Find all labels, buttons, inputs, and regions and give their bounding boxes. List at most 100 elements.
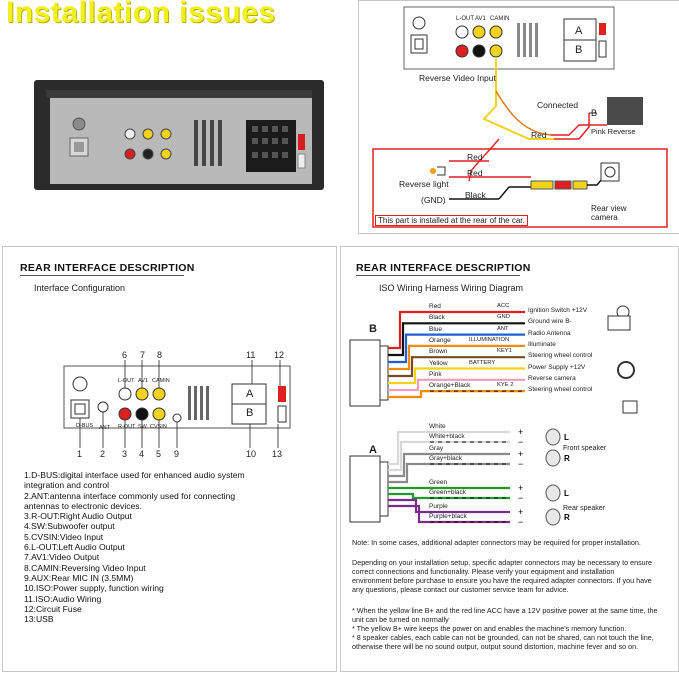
port-label-camin: CAMIN bbox=[490, 16, 510, 22]
callout-13: 13 bbox=[272, 449, 283, 459]
b-wire-color-label: Red bbox=[429, 303, 441, 310]
b-wire-target-label: Reverse camera bbox=[528, 374, 576, 382]
rout-label: R-OUT bbox=[118, 424, 136, 430]
callout-4: 4 bbox=[139, 449, 145, 459]
polarity-symbol: + bbox=[518, 483, 523, 493]
legend-item: 12:Circuit Fuse bbox=[24, 603, 82, 614]
speaker-channel-letter: R bbox=[564, 513, 570, 522]
legend-item: antennas to electronic devices. bbox=[24, 500, 142, 511]
a-wire-color-label: Gray+black bbox=[429, 455, 463, 462]
head-unit-rear-photo bbox=[34, 80, 324, 190]
paragraph-line: correct connections and functionality. P… bbox=[352, 567, 615, 576]
iso-diagram-subheading: ISO Wiring Harness Wiring Diagram bbox=[379, 283, 524, 293]
speaker-icon bbox=[545, 428, 561, 446]
callout-2: 2 bbox=[100, 449, 106, 459]
speaker-icon bbox=[545, 484, 561, 502]
callout-7: 7 bbox=[140, 350, 146, 360]
b-wire-target-label: Ignition Switch +12V bbox=[528, 307, 588, 314]
connector-b: B bbox=[575, 44, 583, 56]
camin-label: CAMIN bbox=[152, 378, 170, 384]
b-wire-color-label: Orange+Black bbox=[429, 382, 471, 390]
wire-b-5 bbox=[388, 367, 525, 385]
b-label: B bbox=[591, 108, 598, 118]
paragraph-line: environment before purchase to ensure yo… bbox=[352, 576, 652, 585]
callout-9: 9 bbox=[174, 449, 180, 459]
callout-10: 10 bbox=[246, 449, 257, 459]
gnd-label: (GND) bbox=[421, 195, 446, 205]
bullet-notes: * When the yellow line B+ and the red li… bbox=[352, 606, 657, 651]
wire-a-2 bbox=[388, 452, 510, 478]
rear-view-camera-label: Rear view camera bbox=[591, 204, 627, 222]
a-wire-color-label: Green+black bbox=[429, 489, 467, 496]
legend-item: 7.AV1:Video Output bbox=[24, 552, 100, 563]
wire-a-5 bbox=[388, 492, 510, 500]
b-wire-code-label: ACC bbox=[497, 303, 510, 309]
a-wire-color-label: White bbox=[429, 423, 446, 430]
b-wire-target-label: Ground wire B- bbox=[528, 318, 572, 326]
legend-item: 2.ANT:antenna interface commonly used fo… bbox=[24, 490, 236, 501]
callout-3: 3 bbox=[122, 449, 128, 459]
front-speaker-label: Front speaker bbox=[563, 445, 607, 452]
b-wire-target-label: Steering wheel control bbox=[528, 352, 593, 360]
reverse-light-label: Reverse light bbox=[399, 179, 449, 189]
speaker-icon bbox=[545, 508, 561, 526]
bullet-line: * When the yellow line B+ and the red li… bbox=[352, 606, 658, 615]
sw-label: SW bbox=[138, 424, 147, 430]
ant-label: ANT bbox=[99, 425, 110, 431]
b-wire-color-label: Yellow bbox=[429, 359, 448, 367]
cvsin-label: CVSIN bbox=[150, 424, 167, 430]
a-wire-color-label: Purple+black bbox=[429, 513, 467, 520]
black-wire-label: Black bbox=[465, 190, 486, 200]
b-wire-color-label: Pink bbox=[429, 370, 442, 378]
dbus-label: D-BUS bbox=[76, 423, 94, 429]
b-wire-target-label: Radio Antenna bbox=[528, 329, 571, 337]
a-wire-color-label: Purple bbox=[429, 503, 448, 510]
wire-a-3 bbox=[388, 462, 510, 484]
wire-b-1 bbox=[388, 322, 525, 357]
connector-b-label: B bbox=[369, 323, 377, 335]
b-wire-code-label: BATTERY bbox=[469, 359, 496, 366]
polarity-symbol: − bbox=[518, 437, 523, 447]
a-wire-color-label: White+black bbox=[429, 433, 465, 440]
legend-item: integration and control bbox=[24, 480, 110, 491]
wire-b-7 bbox=[388, 390, 525, 399]
polarity-symbol: + bbox=[518, 427, 523, 437]
interface-config-subheading: Interface Configuration bbox=[34, 283, 126, 293]
wire-b-4 bbox=[388, 356, 525, 378]
legend-item: 5.CVSIN:Video Input bbox=[24, 531, 104, 542]
callout-11: 11 bbox=[246, 350, 256, 360]
b-wire-code-label: ANT bbox=[497, 325, 509, 332]
wire-b-6 bbox=[388, 378, 525, 392]
b-wire-target-label: Steering wheel control bbox=[528, 386, 593, 394]
polarity-symbol: − bbox=[518, 493, 523, 503]
legend-item: 4.SW:Subwoofer output bbox=[24, 521, 115, 532]
polarity-symbol: − bbox=[518, 517, 523, 527]
bullet-line: * 8 speaker cables, each cable can not b… bbox=[352, 633, 654, 642]
install-paragraph: Depending on your installation setup, sp… bbox=[352, 558, 652, 594]
battery-icon bbox=[607, 315, 631, 331]
polarity-symbol: + bbox=[518, 507, 523, 517]
left-heading-underline bbox=[20, 275, 184, 276]
legend-item: 8.CAMIN:Reversing Video Input bbox=[24, 562, 146, 573]
rear-install-note: This part is installed at the rear of th… bbox=[375, 215, 528, 226]
connector-a: A bbox=[575, 25, 583, 37]
a-wire-color-label: Green bbox=[429, 479, 448, 486]
b-wire-color-label: Brown bbox=[429, 348, 448, 356]
red-wire-label: Red bbox=[531, 130, 547, 140]
right-section-heading: REAR INTERFACE DESCRIPTION bbox=[356, 262, 531, 274]
legend-item: 10.ISO:Power supply, function wiring bbox=[24, 583, 164, 594]
steering-wheel-icon bbox=[617, 361, 635, 379]
b-wire-code-label: ILLUMINATION bbox=[469, 336, 510, 343]
wire-a-0 bbox=[388, 430, 510, 466]
pink-reverse-label: Pink Reverse bbox=[591, 127, 636, 136]
b-wire-target-label: Illuminate bbox=[528, 340, 556, 348]
bullet-line: unit can be turned on normally bbox=[352, 615, 449, 624]
callout-12: 12 bbox=[274, 350, 285, 360]
wire-b-2 bbox=[388, 333, 525, 364]
polarity-symbol: − bbox=[518, 459, 523, 469]
right-heading-underline bbox=[356, 275, 520, 276]
wire-b-3 bbox=[388, 344, 525, 371]
bullet-line: * The yellow B+ wire keeps the power on … bbox=[352, 624, 627, 633]
b-wire-code-label: KYE 2 bbox=[497, 382, 514, 389]
